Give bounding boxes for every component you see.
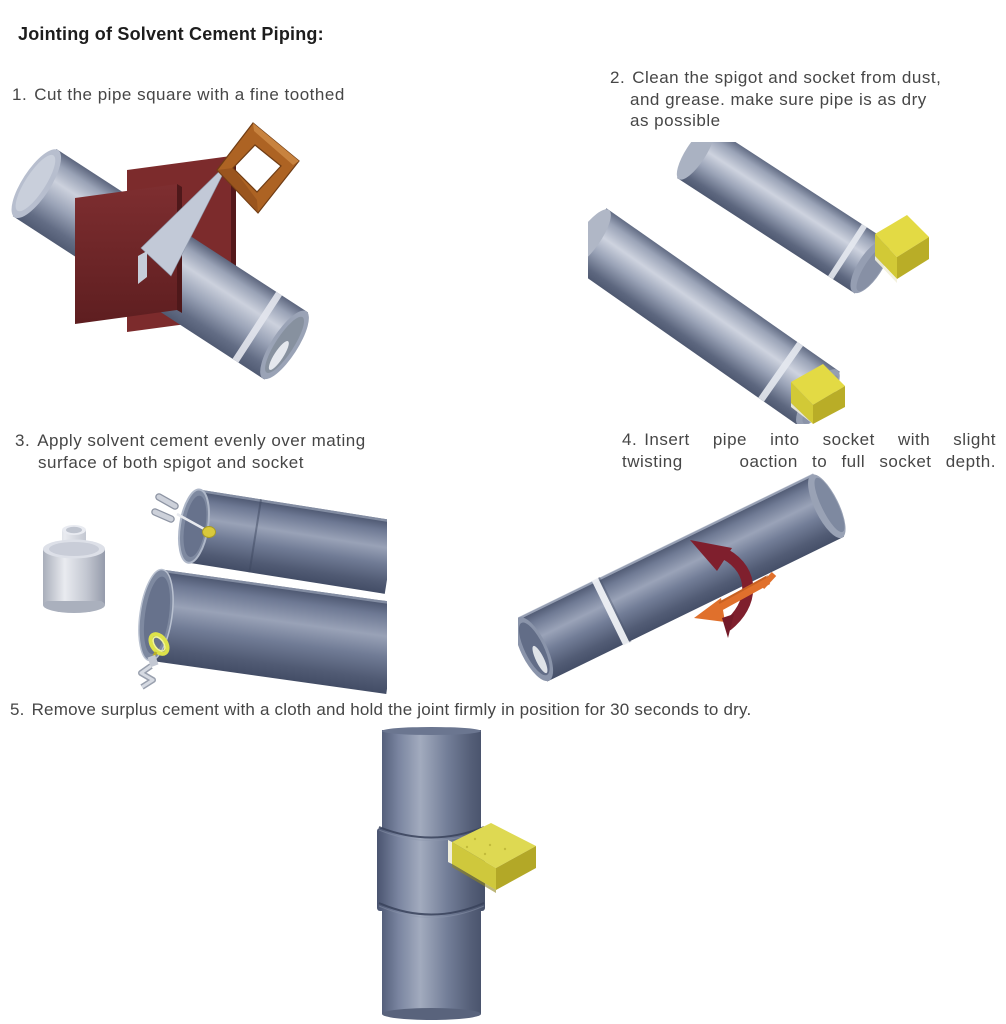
saw-handle (216, 122, 300, 214)
clean-pipes-illustration (588, 142, 929, 424)
figure-hold-joint (335, 727, 657, 1024)
step-4-line-1: 4.Insert pipe into socket with slight (622, 430, 996, 449)
step-5-line: Remove surplus cement with a cloth and h… (31, 700, 752, 719)
step-3-line-2: surface of both spigot and socket (38, 452, 304, 472)
cleaning-sponge-lower (791, 364, 845, 424)
joined-pipe (518, 473, 846, 682)
step-3-line-1: 3.Apply solvent cement evenly over matin… (15, 431, 366, 450)
step-5-number: 5. (10, 700, 25, 719)
twist-arrow-tail (722, 614, 734, 638)
step-2-number: 2. (610, 68, 626, 87)
step-4-number: 4. (622, 430, 638, 449)
step-5-text: 5. Remove surplus cement with a cloth and… (10, 699, 751, 721)
insert-arrow (694, 571, 777, 622)
pipe-upper (676, 142, 890, 294)
insert-pipe-illustration (518, 473, 846, 682)
apply-cement-illustration (43, 488, 387, 694)
step-2-line-1: 2.Clean the spigot and socket from dust, (610, 68, 942, 87)
socket-pipe (177, 488, 387, 594)
step-4-text: 4.Insert pipe into socket with slight tw… (622, 429, 996, 472)
cut-pipe-illustration (11, 122, 309, 380)
step-3-number: 3. (15, 431, 31, 450)
step-2-text: 2.Clean the spigot and socket from dust,… (610, 67, 941, 132)
step-1-line: Cut the pipe square with a fine toothed (34, 85, 345, 104)
saw-blade (140, 161, 230, 277)
step-4-line-2: twisting oaction to full socket depth. (622, 451, 996, 471)
step-2-line-2: and grease. make sure pipe is as dry (630, 89, 927, 109)
cleaning-sponge (448, 823, 536, 893)
cleaning-sponge-upper (875, 215, 929, 283)
applicator-brush-bottom (138, 651, 159, 690)
step-1-text: 1. Cut the pipe square with a fine toothe… (12, 84, 345, 106)
figure-insert-pipe-with-twist (518, 468, 863, 696)
joint-ring (591, 577, 630, 646)
figure-apply-solvent-cement (25, 472, 387, 700)
step-2-line-3: as possible (630, 111, 721, 130)
figure-clean-spigot-and-socket (588, 142, 938, 424)
figure-cut-pipe-with-saw (5, 112, 330, 390)
step-1-number: 1. (12, 85, 28, 104)
step-3-text: 3.Apply solvent cement evenly over matin… (15, 430, 366, 473)
cement-ring (148, 632, 170, 656)
applicator-brush-top (151, 493, 216, 538)
cement-dab (202, 526, 216, 538)
hold-joint-illustration (377, 727, 536, 1020)
cement-can (43, 525, 105, 613)
page-title: Jointing of Solvent Cement Piping: (18, 24, 324, 44)
mitre-box-slot (138, 251, 147, 284)
